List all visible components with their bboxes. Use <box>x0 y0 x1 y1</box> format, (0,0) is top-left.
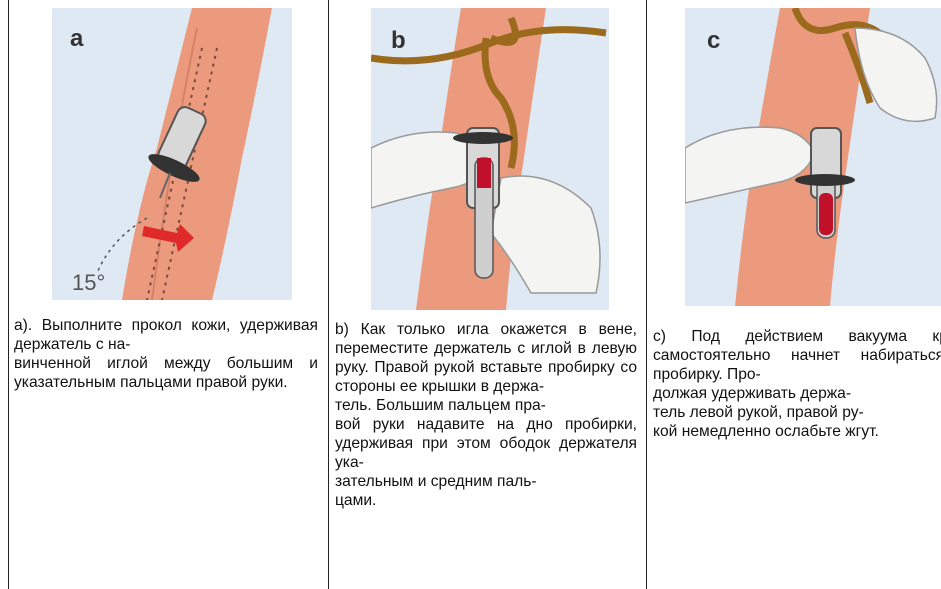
arm-illustration-b: b <box>371 8 609 310</box>
caption-b-text: b) Как только игла окажется в вене, пере… <box>335 321 637 509</box>
panel-c: c с) Под действием вакуума кровь самосто… <box>647 0 941 589</box>
caption-a-text: а). Выполните прокол кожи, удерживая дер… <box>14 317 318 391</box>
arm-illustration-a: a 15° <box>52 8 292 300</box>
caption-a: а). Выполните прокол кожи, удерживая дер… <box>14 316 318 392</box>
angle-label: 15° <box>72 270 105 295</box>
arm-shape <box>122 8 272 300</box>
caption-c-text: с) Под действием вакуума кровь самостоят… <box>653 328 941 440</box>
instruction-table: a 15° а). Выполните прокол кожи, удержив… <box>8 0 941 589</box>
panel-letter: b <box>391 27 406 54</box>
arm-illustration-c: c <box>685 8 941 306</box>
panel-a: a 15° а). Выполните прокол кожи, удержив… <box>8 0 328 589</box>
panel-letter: c <box>707 27 720 54</box>
panel-b: b b) Как только игла окажется в вене, пе… <box>329 0 646 589</box>
panel-letter: a <box>70 25 84 52</box>
caption-c: с) Под действием вакуума кровь самостоят… <box>653 327 941 441</box>
caption-b: b) Как только игла окажется в вене, пере… <box>335 320 637 510</box>
